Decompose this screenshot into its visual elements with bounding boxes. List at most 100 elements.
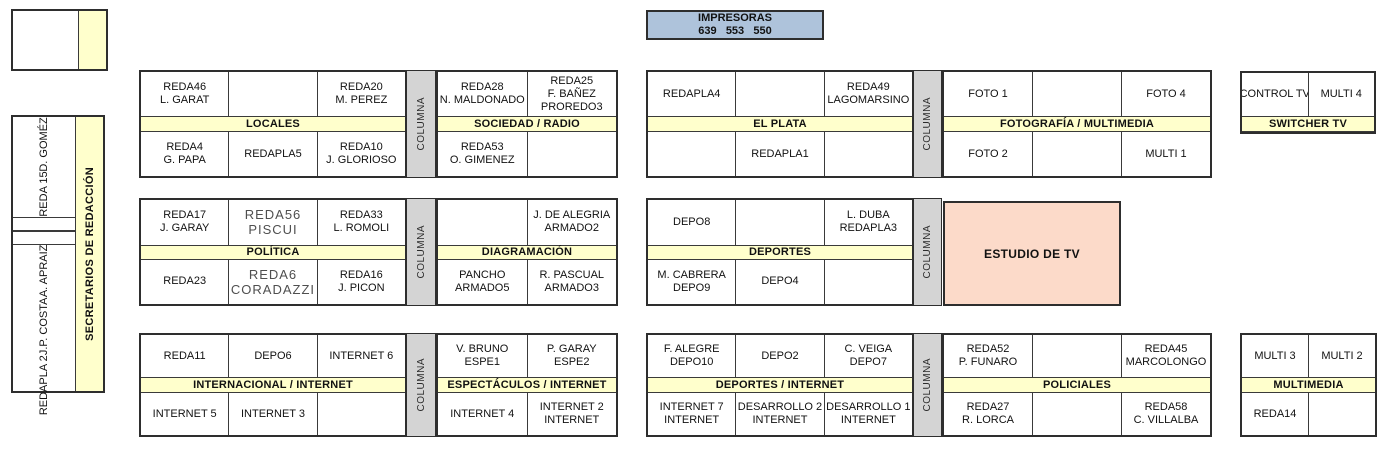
printers-title: IMPRESORAS bbox=[698, 12, 772, 24]
desk-label: INTERNET 6 bbox=[329, 349, 394, 362]
desk-label: INTERNET 5 bbox=[152, 407, 217, 420]
desk-label-group: REDA 15 D. GOMÉZ bbox=[38, 117, 51, 217]
desk-cell: INTERNET 6 bbox=[316, 335, 405, 377]
desk-label: INTERNET 4 bbox=[450, 407, 515, 420]
desk-cell: REDA14 bbox=[1242, 393, 1308, 435]
desk-label: P. FUNARO bbox=[958, 356, 1018, 368]
desk-label: REDA53 bbox=[460, 141, 504, 153]
desk-label: J. DE ALEGRIA bbox=[533, 209, 611, 222]
desk-label: INTERNET 2 bbox=[539, 401, 604, 413]
desk-cell: REDA11 bbox=[141, 335, 228, 377]
desk-label: REDA6 bbox=[248, 266, 298, 282]
desk-cell: INTERNET 4 bbox=[438, 393, 527, 435]
desk-label: J. GLORIOSO bbox=[326, 154, 397, 166]
secretaries-desks-column: REDA 15 D. GOMÉZ REDAPLA 2 J.P. COSTA A.… bbox=[13, 117, 75, 415]
desk-label: INTERNET bbox=[752, 414, 808, 426]
desk-cell bbox=[823, 132, 912, 176]
desk-label: INTERNET bbox=[664, 414, 720, 426]
desk-label: REDA27 bbox=[966, 401, 1010, 413]
desk-label: A. APRAIZ bbox=[37, 244, 50, 298]
desk-label: G. PAPA bbox=[163, 154, 206, 166]
section-band-diagramacion: DIAGRAMACIÓN bbox=[438, 244, 616, 260]
desk-label: M. CABRERA bbox=[657, 268, 726, 281]
secretaries-block: REDA 15 D. GOMÉZ REDAPLA 2 J.P. COSTA A.… bbox=[11, 115, 105, 415]
desk-label: REDA14 bbox=[1253, 407, 1297, 420]
desk-label: REDAPLA3 bbox=[839, 222, 898, 235]
desk-row-bottom: REDAPLA1 bbox=[648, 132, 912, 176]
desk-cell: DEPO8 bbox=[648, 200, 735, 245]
columna-label: COLUMNA bbox=[922, 97, 933, 151]
desk-label: REDAPLA5 bbox=[244, 147, 302, 160]
desk-cell bbox=[1032, 132, 1121, 176]
section-band-espectaculos: ESPECTÁCULOS / INTERNET bbox=[438, 377, 616, 393]
desk-label-group: REDAPLA 2 J.P. COSTA A. APRAIZ bbox=[38, 245, 51, 415]
desk-label: REDA45 bbox=[1144, 343, 1188, 355]
desk-cell bbox=[438, 200, 527, 245]
desk-cell bbox=[735, 200, 823, 245]
desk-label: REDA52 bbox=[966, 343, 1010, 355]
desk-cell: REDAPLA1 bbox=[735, 132, 823, 176]
section-band-deportes: DEPORTES bbox=[648, 244, 912, 260]
desk-label: R. PASCUAL bbox=[539, 268, 605, 281]
columna-label: COLUMNA bbox=[922, 358, 933, 412]
section-band-locales: LOCALES bbox=[141, 116, 405, 132]
desk-label: PROREDO3 bbox=[540, 100, 603, 113]
secretaries-strip: SECRETARIOS DE REDACCIÓN bbox=[75, 117, 103, 391]
desk-label: ARMADO3 bbox=[544, 281, 599, 294]
desk-label: F. ALEGRE bbox=[663, 343, 720, 355]
section-band-multimedia: MULTIMEDIA bbox=[1242, 377, 1375, 393]
desk-label: REDA20 bbox=[339, 81, 383, 93]
desk-label: DESARROLLO 2 bbox=[737, 401, 823, 413]
desk-cell: REDAPLA4 bbox=[648, 72, 735, 116]
desk-label: INTERNET 7 bbox=[659, 401, 724, 413]
desk-label: INTERNET bbox=[840, 414, 896, 426]
empty-room-box bbox=[11, 9, 108, 71]
desk-label: PISCUI bbox=[248, 222, 298, 238]
desk-label: CONTROL TV bbox=[1242, 88, 1308, 100]
desk-label: MULTI 3 bbox=[1254, 349, 1296, 362]
columna-strip: COLUMNA bbox=[913, 333, 942, 437]
desk-cell: REDAPLA 2 J.P. COSTA A. APRAIZ bbox=[13, 245, 75, 415]
desk-cell: FOTO 1 bbox=[944, 72, 1032, 116]
desk-label: REDA33 bbox=[339, 209, 383, 222]
desk-cell bbox=[228, 72, 316, 116]
desk-label: REDA49 bbox=[846, 81, 890, 93]
desk-cell: REDAPLA5 bbox=[228, 132, 316, 176]
desk-cell bbox=[1032, 72, 1121, 116]
printers-box: IMPRESORAS 639 553 550 bbox=[646, 10, 824, 40]
desk-label: REDA23 bbox=[163, 275, 207, 288]
columna-strip: COLUMNA bbox=[913, 70, 942, 178]
desk-label: J. PICON bbox=[338, 281, 385, 294]
desk-label: C. VILLALBA bbox=[1133, 414, 1199, 426]
desk-label: PANCHO bbox=[459, 268, 506, 281]
